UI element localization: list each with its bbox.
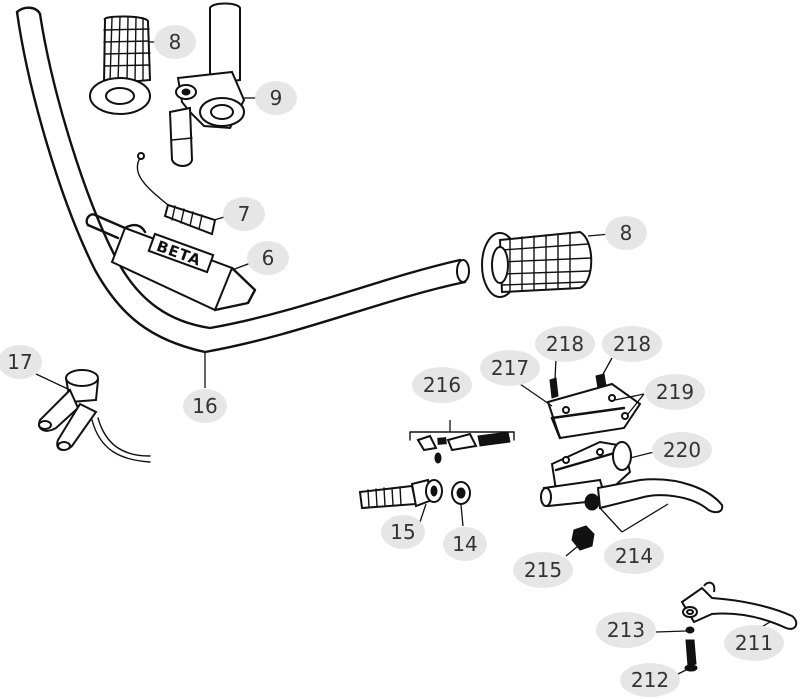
lever-nut bbox=[571, 525, 595, 551]
callout-220: 220 bbox=[652, 432, 712, 468]
callout-label: 8 bbox=[169, 30, 182, 54]
left-clamp bbox=[38, 369, 151, 463]
adjuster-screw bbox=[358, 478, 471, 510]
callout-label: 9 bbox=[270, 86, 283, 110]
callout-14: 14 bbox=[443, 527, 487, 561]
callout-214: 214 bbox=[604, 538, 664, 574]
callout-212: 212 bbox=[620, 663, 680, 697]
callout-7: 7 bbox=[223, 197, 265, 231]
throttle-housing bbox=[168, 2, 246, 167]
callout-213: 213 bbox=[596, 612, 656, 648]
throttle-cable bbox=[136, 152, 217, 236]
clutch-lever bbox=[680, 581, 798, 672]
callout-217: 217 bbox=[480, 350, 540, 386]
callout-215: 215 bbox=[513, 552, 573, 588]
callout-label: 219 bbox=[656, 380, 694, 404]
callout-label: 213 bbox=[607, 618, 645, 642]
callout-16: 16 bbox=[183, 389, 227, 423]
pad-logo-plate bbox=[147, 232, 215, 274]
callout-label: 218 bbox=[613, 332, 651, 356]
handlebar bbox=[15, 6, 470, 388]
callout-label: 17 bbox=[7, 350, 32, 374]
callout-219: 219 bbox=[645, 374, 705, 410]
callout-15: 15 bbox=[381, 515, 425, 549]
callout-6: 6 bbox=[247, 241, 289, 275]
callout-8-right: 8 bbox=[605, 216, 647, 250]
adjuster-assembly bbox=[409, 420, 515, 464]
callout-8-top: 8 bbox=[154, 25, 196, 59]
callout-label: 212 bbox=[631, 668, 669, 692]
callout-label: 220 bbox=[663, 438, 701, 462]
brake-lever bbox=[596, 478, 724, 514]
callout-label: 216 bbox=[423, 373, 461, 397]
callout-label: 7 bbox=[238, 202, 251, 226]
callout-label: 214 bbox=[615, 544, 653, 568]
callout-label: 8 bbox=[620, 221, 633, 245]
callout-label: 217 bbox=[491, 356, 529, 380]
callout-label: 6 bbox=[262, 246, 275, 270]
reservoir-cover bbox=[546, 373, 642, 440]
callout-17: 17 bbox=[0, 345, 42, 379]
callout-216: 216 bbox=[412, 367, 472, 403]
callout-label: 215 bbox=[524, 558, 562, 582]
callout-218-right: 218 bbox=[602, 326, 662, 362]
leader-lines bbox=[35, 41, 771, 677]
crossbar-pad: BETA bbox=[85, 213, 257, 312]
callout-label: 211 bbox=[735, 631, 773, 655]
right-grip bbox=[481, 230, 593, 298]
callout-label: 16 bbox=[192, 394, 217, 418]
master-cylinder bbox=[540, 440, 632, 511]
callout-label: 14 bbox=[452, 532, 477, 556]
callout-211: 211 bbox=[724, 625, 784, 661]
left-grip bbox=[89, 15, 152, 115]
callout-218-left: 218 bbox=[535, 326, 595, 362]
callout-9: 9 bbox=[255, 81, 297, 115]
callout-label: 15 bbox=[390, 520, 415, 544]
callout-label: 218 bbox=[546, 332, 584, 356]
